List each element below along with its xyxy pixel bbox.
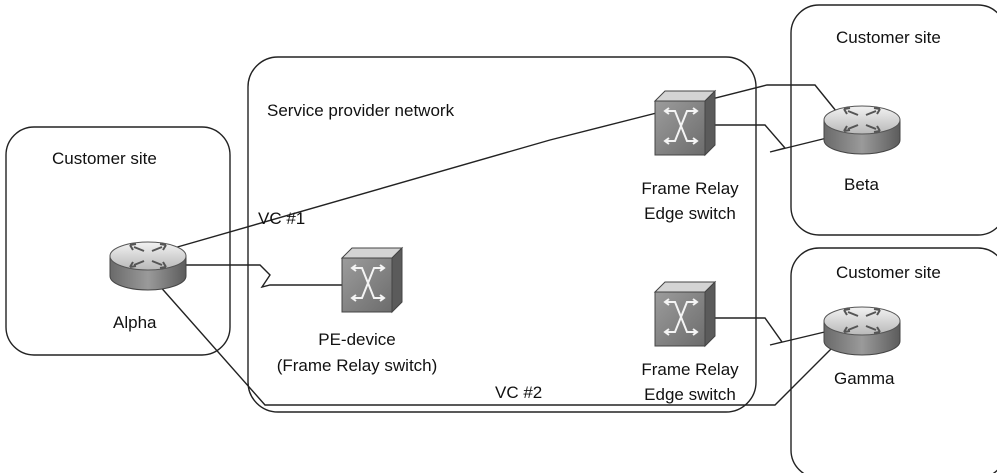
edge-switch-top-icon (654, 90, 716, 156)
edge-switch-bottom-label-line1: Frame Relay (641, 360, 739, 379)
customer-site-left-label: Customer site (52, 149, 157, 168)
vc1-label: VC #1 (258, 209, 305, 228)
pe-device-label: PE-device (318, 330, 395, 349)
beta-router-icon (823, 105, 901, 155)
edge-switch-bottom-icon (654, 281, 716, 347)
pe-device-sublabel: (Frame Relay switch) (277, 356, 438, 375)
vc2-path (149, 274, 841, 406)
gamma-router-icon (823, 306, 901, 356)
customer-site-bottom-right (790, 247, 997, 473)
serial-link-gamma-edge (703, 317, 834, 346)
serial-link-alpha-pe (180, 264, 343, 289)
beta-label: Beta (844, 175, 880, 194)
vc1-path (159, 84, 846, 253)
edge-switch-top-label-line2: Edge switch (644, 204, 736, 223)
service-provider-network (247, 56, 757, 413)
pe-frame-relay-switch-icon (341, 247, 403, 313)
vc2-label: VC #2 (495, 383, 542, 402)
edge-switch-bottom-label-line2: Edge switch (644, 385, 736, 404)
customer-site-top-right-label: Customer site (836, 28, 941, 47)
serial-link-beta-edge (703, 124, 836, 153)
gamma-label: Gamma (834, 369, 895, 388)
service-provider-label: Service provider network (267, 101, 455, 120)
edge-switch-top-label-line1: Frame Relay (641, 179, 739, 198)
alpha-label: Alpha (113, 313, 157, 332)
alpha-router-icon (109, 241, 187, 291)
customer-site-left (5, 126, 231, 356)
customer-site-bottom-right-label: Customer site (836, 263, 941, 282)
